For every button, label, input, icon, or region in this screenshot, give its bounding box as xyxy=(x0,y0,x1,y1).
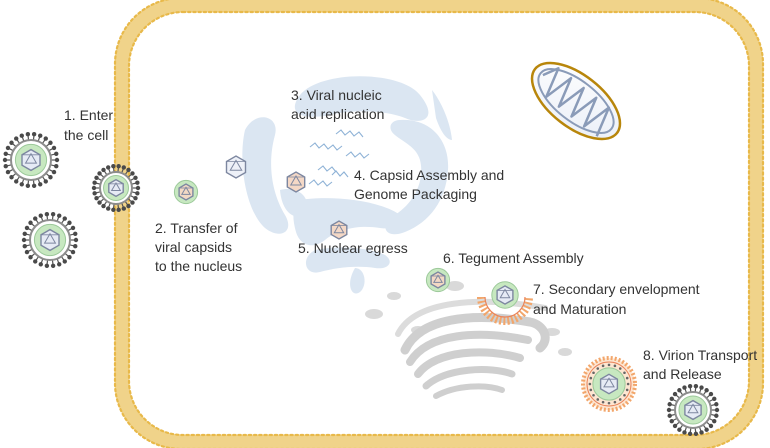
golgi-apparatus xyxy=(395,298,550,399)
capsid-tegument xyxy=(425,267,451,293)
step-6-label: 6. Tegument Assembly xyxy=(443,250,584,266)
virion-entering xyxy=(91,163,141,213)
virion-outside-1 xyxy=(2,131,60,189)
capsid-transfer-1 xyxy=(173,179,199,205)
capsid-assembly xyxy=(286,171,306,193)
mitochondrion xyxy=(530,61,622,141)
capsid-envelopment xyxy=(477,281,533,325)
virion-outside-2 xyxy=(21,211,79,269)
virus-particles xyxy=(2,131,720,437)
cell-membrane xyxy=(113,0,765,448)
virion-released xyxy=(666,383,720,437)
capsid-nuclear-egress xyxy=(330,220,348,240)
transport-vesicle xyxy=(581,356,637,412)
viral-dna-strands xyxy=(308,129,370,187)
nucleus xyxy=(242,76,452,294)
step-5-label: 5. Nuclear egress xyxy=(298,240,408,256)
capsid-transfer-2 xyxy=(225,155,247,179)
